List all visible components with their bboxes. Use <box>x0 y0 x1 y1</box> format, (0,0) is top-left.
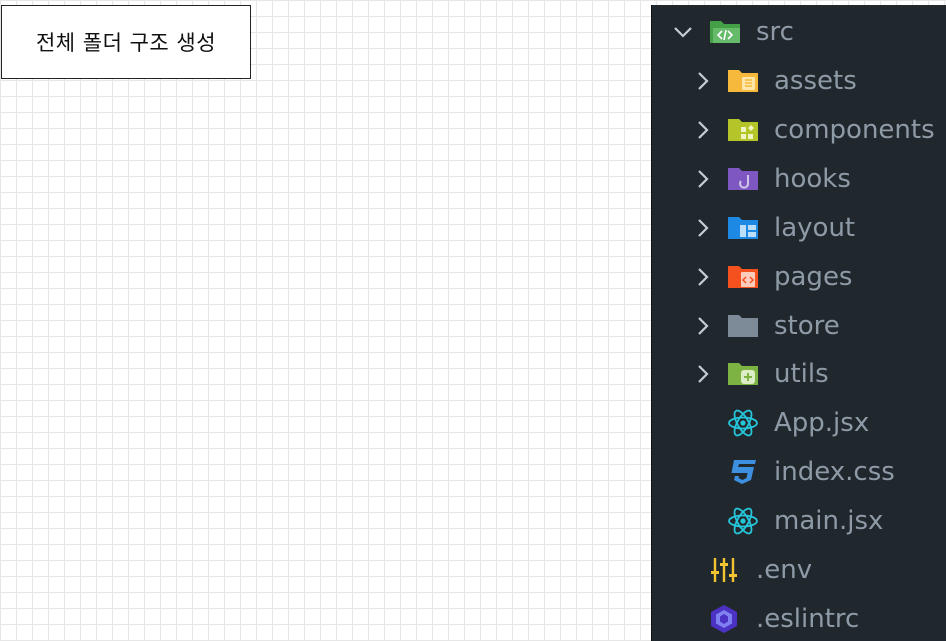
chevron-right-icon[interactable] <box>692 363 714 385</box>
tree-item-layout[interactable]: layout <box>652 205 946 251</box>
tree-item-src[interactable]: src <box>652 9 946 55</box>
tree-item-components[interactable]: components <box>652 107 946 153</box>
tree-item-label: hooks <box>774 164 851 194</box>
css-icon <box>726 457 760 487</box>
tree-item-label: assets <box>774 66 857 96</box>
env-settings-icon <box>707 555 741 585</box>
tree-item-hooks[interactable]: hooks <box>652 156 946 202</box>
tree-item-eslintrc[interactable]: .eslintrc <box>652 596 946 641</box>
tree-item-store[interactable]: store <box>652 303 946 349</box>
tree-item-label: layout <box>774 213 856 243</box>
tree-item-assets[interactable]: assets <box>652 58 946 104</box>
tree-item-label: App.jsx <box>774 408 870 438</box>
chevron-right-icon[interactable] <box>692 315 714 337</box>
chevron-right-icon[interactable] <box>692 119 714 141</box>
chevron-right-icon[interactable] <box>692 266 714 288</box>
tree-item-app-jsx[interactable]: App.jsx <box>652 400 946 446</box>
tree-item-main-jsx[interactable]: main.jsx <box>652 498 946 544</box>
tree-item-label: components <box>774 115 935 145</box>
folder-assets-icon <box>726 66 760 96</box>
tree-item-label: main.jsx <box>774 506 884 536</box>
chevron-right-icon[interactable] <box>692 168 714 190</box>
tree-item-env[interactable]: .env <box>652 547 946 593</box>
chevron-right-icon[interactable] <box>692 70 714 92</box>
folder-pages-icon <box>726 262 760 292</box>
folder-components-icon <box>726 115 760 145</box>
folder-utils-icon <box>726 359 760 389</box>
tree-item-label: store <box>774 311 840 341</box>
eslint-icon <box>707 604 741 634</box>
tree-item-label: pages <box>774 262 853 292</box>
title-box: 전체 폴더 구조 생성 <box>1 5 251 79</box>
chevron-down-icon[interactable] <box>672 21 694 43</box>
folder-hooks-icon <box>726 164 760 194</box>
tree-item-pages[interactable]: pages <box>652 254 946 300</box>
react-icon <box>726 506 760 536</box>
chevron-right-icon[interactable] <box>692 217 714 239</box>
tree-item-label: utils <box>774 359 829 389</box>
folder-store-icon <box>726 311 760 341</box>
page-title: 전체 폴더 구조 생성 <box>35 31 217 55</box>
tree-item-label: .eslintrc <box>756 604 860 634</box>
tree-item-label: index.css <box>774 457 895 487</box>
file-explorer: src assets compone <box>651 5 946 641</box>
react-icon <box>726 408 760 438</box>
folder-src-open-icon <box>708 17 742 47</box>
tree-item-label: src <box>756 17 794 47</box>
tree-item-utils[interactable]: utils <box>652 351 946 397</box>
tree-item-label: .env <box>756 555 813 585</box>
folder-layout-icon <box>726 213 760 243</box>
tree-item-index-css[interactable]: index.css <box>652 449 946 495</box>
